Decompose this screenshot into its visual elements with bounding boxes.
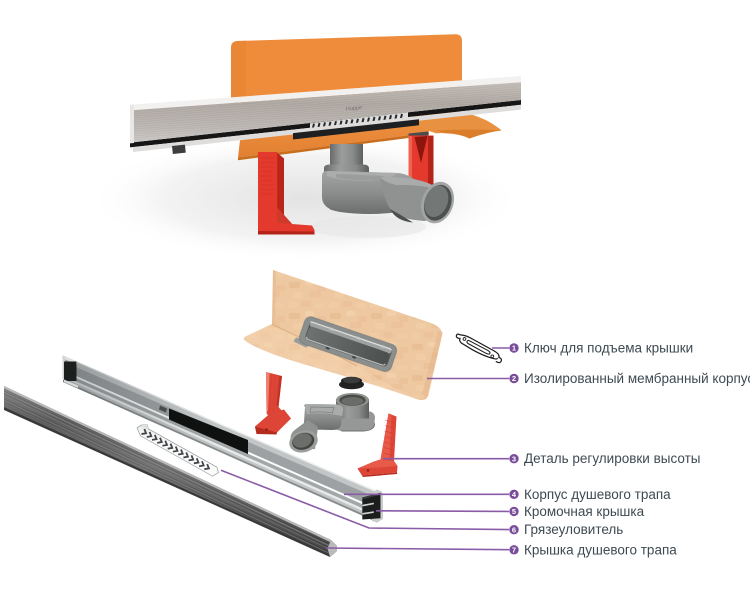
svg-text:7: 7	[512, 546, 516, 555]
svg-text:6: 6	[512, 525, 516, 534]
svg-text:Huppe´: Huppe´	[346, 105, 365, 113]
svg-text:Корпус душевого трапа: Корпус душевого трапа	[524, 487, 671, 502]
svg-text:1: 1	[512, 344, 516, 353]
svg-text:Грязеуловитель: Грязеуловитель	[524, 522, 623, 537]
svg-text:3: 3	[512, 454, 516, 463]
svg-text:Изолированный мембранный корпу: Изолированный мембранный корпус	[524, 371, 750, 386]
svg-text:Крышка душевого трапа: Крышка душевого трапа	[524, 542, 677, 557]
svg-text:5: 5	[512, 507, 516, 516]
svg-text:Кромочная крышка: Кромочная крышка	[524, 504, 645, 519]
svg-text:4: 4	[512, 490, 517, 499]
svg-text:Деталь регулировки высоты: Деталь регулировки высоты	[524, 451, 700, 466]
svg-text:2: 2	[512, 374, 516, 383]
svg-text:Ключ для подъема крышки: Ключ для подъема крышки	[524, 341, 693, 356]
